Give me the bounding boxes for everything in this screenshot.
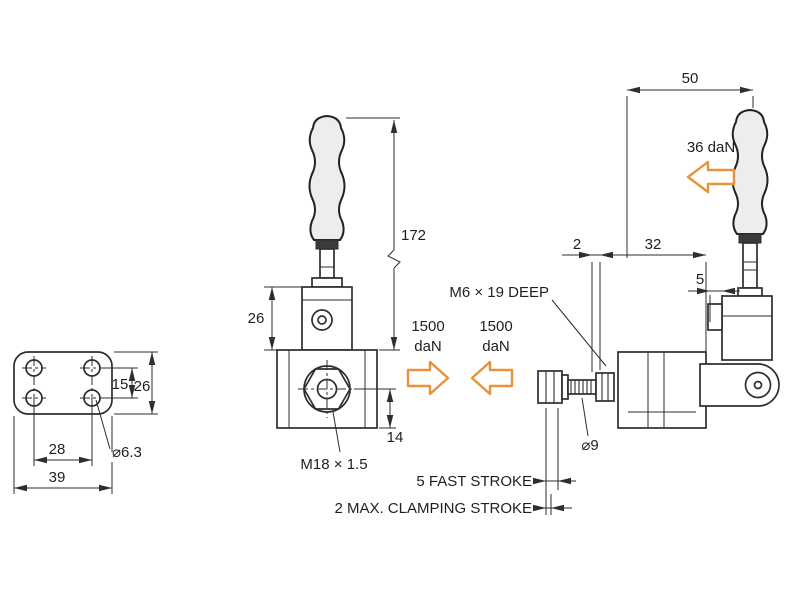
fast-stroke-label: 5 FAST STROKE (416, 473, 532, 490)
clamp-body (301, 286, 353, 351)
body-side-details (722, 261, 772, 317)
hole-diameter-label: ⌀6.3 (112, 444, 142, 461)
front-view: 26 172 14 M18 × 1.5 (248, 115, 426, 473)
dim-label-5: 5 (696, 271, 704, 288)
handle-collar-side (738, 233, 762, 244)
body-detail-lines (302, 266, 352, 301)
force-arrow-right-icon (406, 360, 450, 396)
dim-label-26-plate: 26 (134, 378, 151, 395)
pivot-pin-center (317, 315, 327, 325)
handle-force-label: 36 daN (687, 139, 735, 156)
dim-label-2: 2 (573, 236, 581, 253)
force-right-unit: daN (482, 338, 510, 355)
dim-label-28: 28 (49, 441, 66, 458)
spindle-hex-head (537, 370, 563, 404)
force-arrow-left-icon (470, 360, 514, 396)
body-flange (311, 277, 343, 288)
handle-grip (308, 115, 346, 241)
dim-label-50: 50 (682, 70, 699, 87)
handle-stem (319, 248, 335, 279)
handle-stem-side (742, 242, 758, 289)
pivot-pin (311, 309, 333, 331)
handle-collar (315, 239, 339, 250)
clamping-force-annotations: 1500 daN 1500 daN (406, 318, 514, 396)
body-top-boss (737, 287, 763, 297)
body-side-tab (707, 303, 723, 331)
dim-label-39: 39 (49, 469, 66, 486)
dim-label-15: 15 (112, 376, 129, 393)
clamp-base-side (617, 351, 707, 429)
spindle-nut (595, 372, 615, 402)
base-plate-view: 28 39 15 26 ⌀6.3 (13, 351, 158, 494)
force-right-value: 1500 (479, 318, 512, 335)
base-side-details (628, 352, 696, 428)
link-pivot (744, 371, 772, 399)
thread-label-m18: M18 × 1.5 (300, 456, 367, 473)
boss-centerlines (298, 360, 356, 418)
side-extension-lines (545, 96, 754, 515)
dim-break-symbol (387, 249, 401, 269)
force-left-value: 1500 (411, 318, 444, 335)
dim-label-26-front: 26 (248, 310, 265, 327)
dim-label-32: 32 (645, 236, 662, 253)
spindle-shaft (567, 379, 597, 395)
plate-centerlines (22, 356, 104, 410)
force-left-unit: daN (414, 338, 442, 355)
plate-extension-lines (13, 351, 158, 494)
clamping-stroke-label: 2 MAX. CLAMPING STROKE (334, 500, 532, 517)
spindle-thread-label: M6 × 19 DEEP (449, 284, 549, 301)
clamp-body-side (721, 295, 773, 361)
link-arm (699, 363, 780, 407)
spindle-washer (561, 374, 569, 400)
link-pivot-center (753, 380, 763, 390)
dim-label-172: 172 (401, 227, 426, 244)
spindle-thread-ticks (545, 371, 609, 403)
side-view: 50 36 daN 2 32 5 M6 × 19 DEEP ⌀9 5 FAST … (334, 70, 780, 517)
handle-force-arrow-icon (686, 160, 736, 194)
dim-label-14: 14 (387, 429, 404, 446)
front-extension-lines (264, 117, 400, 453)
spindle-diameter-label: ⌀9 (581, 437, 598, 454)
handle-grip-side (731, 109, 769, 235)
